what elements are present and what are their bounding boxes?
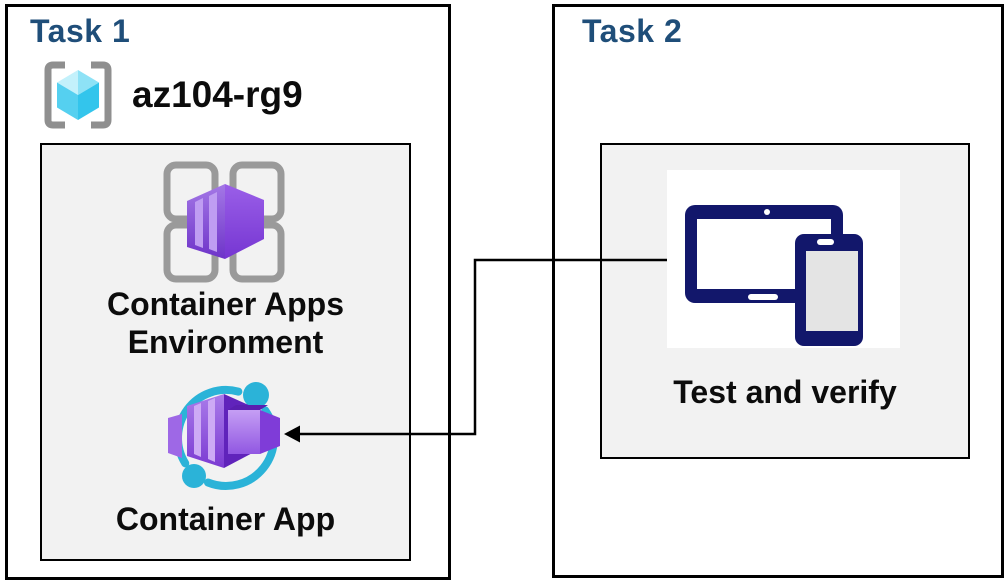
task2-panel: Task 2 Test and verify: [552, 4, 1004, 578]
container-app-icon: [168, 382, 280, 490]
environment-label: Container Apps Environment: [106, 286, 345, 360]
container-apps-environment-icon: [163, 161, 285, 283]
task1-panel: Task 1 az104-rg9: [5, 4, 451, 580]
task2-title: Task 2: [582, 13, 683, 49]
container-app-label: Container App: [115, 501, 336, 537]
devices-icon-area: [667, 170, 900, 348]
environment-panel: Container Apps Environment: [40, 143, 411, 561]
devices-icon: [667, 170, 900, 348]
test-and-verify-label: Test and verify: [673, 374, 897, 410]
resource-group-name: az104-rg9: [132, 74, 303, 115]
resource-group-icon: [44, 61, 112, 129]
task1-title: Task 1: [30, 13, 131, 49]
verify-panel: Test and verify: [600, 143, 970, 459]
resource-group: az104-rg9: [40, 58, 303, 132]
